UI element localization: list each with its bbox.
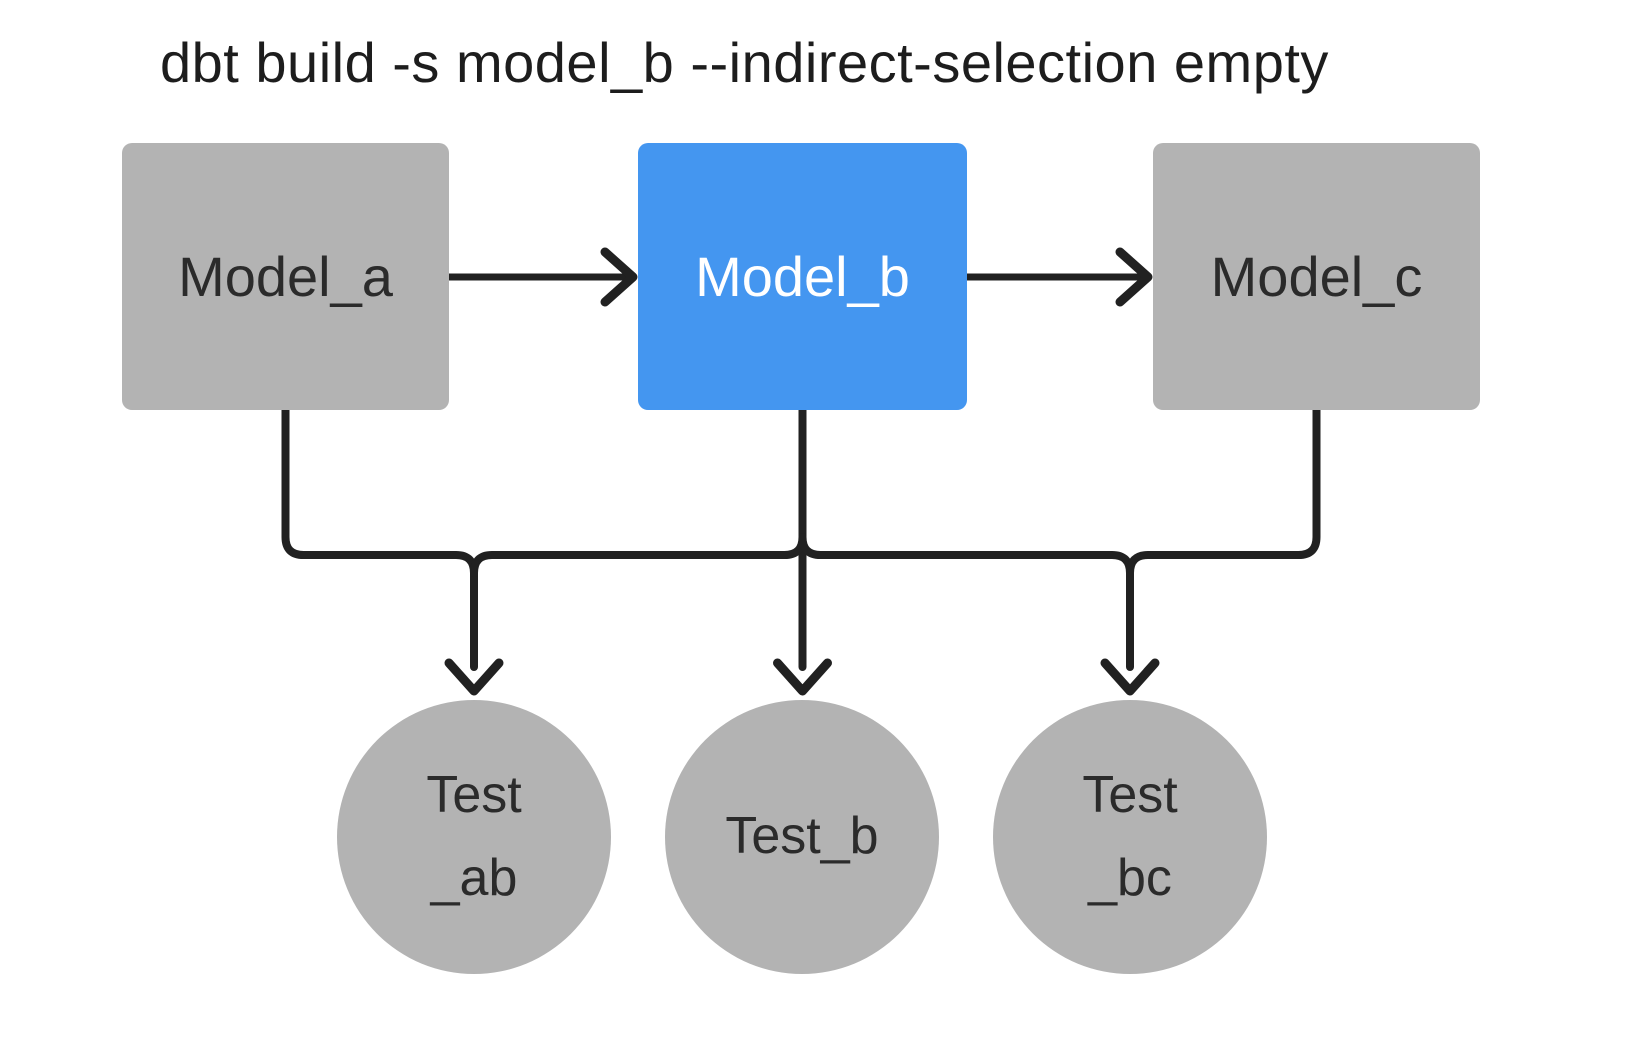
arrowhead-icon [1100, 658, 1160, 696]
edge-model-a-to-test-ab [281, 406, 504, 696]
arrowhead-icon [1115, 247, 1153, 307]
node-model-c-label: Model_c [1210, 244, 1423, 308]
node-model-a: Model_a [122, 143, 449, 410]
node-model-b-label: Model_b [695, 244, 910, 308]
node-model-b: Model_b [638, 143, 967, 410]
arrowhead-icon [444, 658, 504, 696]
edge-model-c-to-test-bc [1100, 406, 1321, 696]
node-test-ab-label-line2: _ab [430, 849, 518, 907]
edge-line [470, 533, 807, 577]
node-test-bc-label-line2: _bc [1088, 849, 1172, 907]
node-test-b-label-line1: Test_b [725, 807, 879, 866]
edge-model-b-to-test-ab [470, 533, 807, 577]
edge-line [281, 406, 478, 671]
node-model-a-label: Model_a [178, 244, 393, 308]
edge-model-b-to-test-bc [798, 533, 1134, 577]
node-test-bc: Test _bc [993, 700, 1267, 974]
node-test-b: Test_b [665, 700, 939, 974]
edge-line [798, 533, 1134, 577]
arrowhead-icon [773, 658, 832, 696]
node-test-ab-label-line1: Test [426, 765, 522, 824]
node-model-c: Model_c [1153, 143, 1480, 410]
edge-model-b-to-model-c [963, 247, 1153, 307]
arrowhead-icon [600, 247, 638, 307]
diagram-title: dbt build -s model_b --indirect-selectio… [160, 31, 1329, 94]
node-test-bc-label-line1: Test [1082, 765, 1178, 824]
edge-model-a-to-model-b [445, 247, 638, 307]
edge-line [1126, 406, 1321, 671]
node-test-ab: Test _ab [337, 700, 611, 974]
